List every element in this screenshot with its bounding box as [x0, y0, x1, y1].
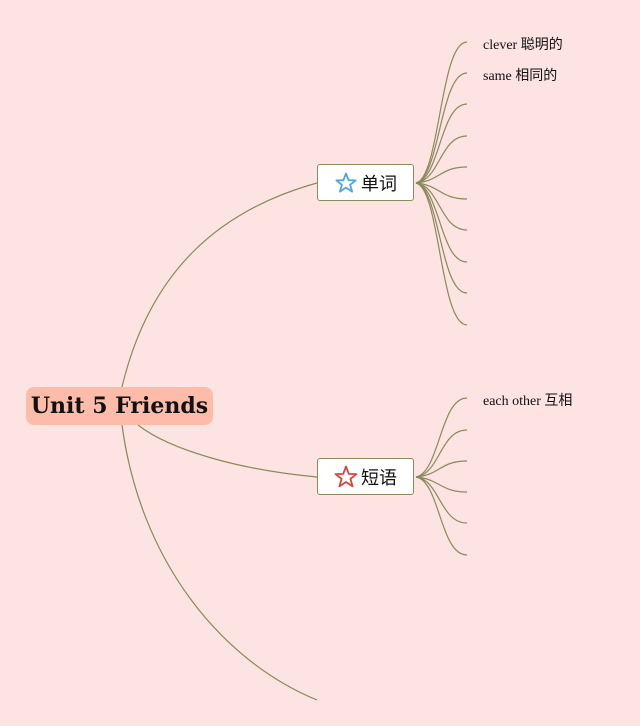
- root-label: Unit 5 Friends: [30, 393, 209, 419]
- connector-words-leaf-5: [415, 166, 468, 184]
- star-outline-blue-icon: [334, 171, 358, 195]
- connector-words-leaf-2: [415, 72, 468, 184]
- connector-phrases-leaf-5: [415, 476, 468, 524]
- branch-label-phrases: 短语: [361, 467, 397, 489]
- connector-root-to-third: [121, 424, 318, 701]
- connector-phrases-leaf-1: [415, 397, 468, 478]
- root-node[interactable]: Unit 5 Friends: [26, 387, 213, 425]
- connector-words-leaf-7: [415, 182, 468, 231]
- leaf-item-clever[interactable]: clever 聪明的: [483, 38, 563, 53]
- star-outline-red-icon: [334, 465, 358, 489]
- connector-words-leaf-6: [415, 182, 468, 200]
- branch-node-phrases[interactable]: 短语: [317, 458, 414, 495]
- connector-words-leaf-4: [415, 135, 468, 184]
- connector-phrases-leaf-2: [415, 429, 468, 478]
- connector-root-to-phrases: [137, 424, 318, 478]
- connector-words-leaf-3: [415, 103, 468, 184]
- connector-words-leaf-10: [415, 182, 468, 326]
- connector-words-leaf-1: [415, 41, 468, 184]
- connector-phrases-leaf-3: [415, 460, 468, 478]
- branch-label-words: 单词: [361, 173, 397, 195]
- connector-phrases-leaf-6: [415, 476, 468, 556]
- connector-words-leaf-8: [415, 182, 468, 263]
- connector-phrases-leaf-4: [415, 476, 468, 493]
- leaf-item-same[interactable]: same 相同的: [483, 69, 558, 84]
- leaf-item-each-other[interactable]: each other 互相: [483, 394, 573, 409]
- branch-node-words[interactable]: 单词: [317, 164, 414, 201]
- connector-words-leaf-9: [415, 182, 468, 294]
- connector-root-to-words: [121, 182, 318, 388]
